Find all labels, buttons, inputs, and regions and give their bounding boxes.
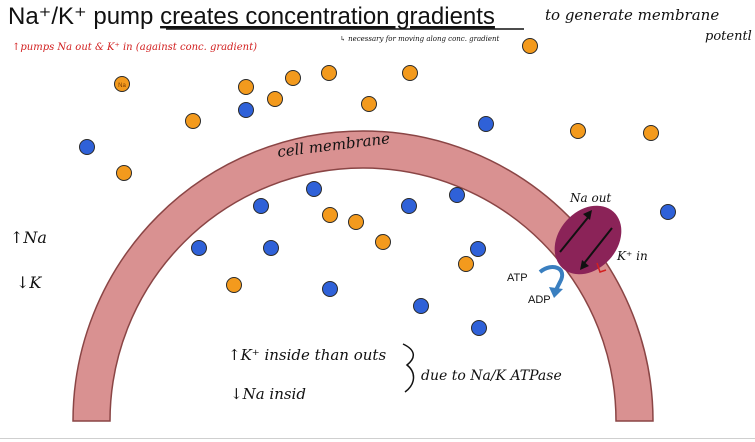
sodium-ion-14 (348, 214, 364, 230)
pump-red-mark (596, 262, 607, 273)
sodium-ion-12 (322, 207, 338, 223)
sodium-ion-2 (238, 79, 254, 95)
potassium-ion-1 (238, 102, 254, 118)
potassium-ion-9 (470, 241, 486, 257)
potassium-ion-2 (478, 116, 494, 132)
k-in-arrowhead (580, 260, 589, 270)
adp-label: ADP (528, 294, 551, 306)
title: Na⁺/K⁺ pump creates concentration gradie… (8, 3, 495, 30)
subtitle-note: ↑pumps Na out & K⁺ in (against conc. gra… (12, 42, 257, 53)
sodium-ion-4 (285, 70, 301, 86)
title-underlined: creates concentration gradients (160, 3, 495, 30)
sodium-ion-15 (458, 256, 474, 272)
left-note-na: ↑Na (10, 228, 47, 247)
atp-adp-arrowhead (549, 287, 563, 298)
bottom-note-na: ↓Na insid (230, 385, 306, 403)
sodium-ion-10 (643, 125, 659, 141)
sodium-ion-9 (570, 123, 586, 139)
potassium-ion-3 (306, 181, 322, 197)
sodium-ion-13 (375, 234, 391, 250)
na-out-arrowhead (583, 210, 592, 220)
sodium-ion-7 (402, 65, 418, 81)
sodium-ion-1 (185, 113, 201, 129)
potassium-ion-11 (413, 298, 429, 314)
atp-adp-arrow (538, 265, 564, 291)
potassium-ion-5 (401, 198, 417, 214)
bottom-note-due: due to Na/K ATPase (421, 368, 562, 384)
sub-note: ↳ necessary for moving along conc. gradi… (340, 35, 500, 43)
bottom-note-k: ↑K⁺ inside than outs (228, 346, 386, 364)
potassium-ion-6 (449, 187, 465, 203)
potassium-ion-7 (191, 240, 207, 256)
sodium-ion-5 (321, 65, 337, 81)
sodium-ion-8 (116, 165, 132, 181)
potassium-ion-4 (253, 198, 269, 214)
left-note-k: ↓K (16, 273, 42, 292)
na-ion-label: Na (118, 83, 126, 89)
sodium-ion-0 (114, 76, 130, 92)
atp-label: ATP (507, 272, 528, 284)
sodium-ion-3 (267, 91, 283, 107)
sodium-ion-11 (522, 38, 538, 54)
sodium-ions (114, 38, 659, 293)
bottom-divider (0, 438, 755, 439)
potassium-ion-8 (263, 240, 279, 256)
sodium-ion-16 (226, 277, 242, 293)
title-plain: Na⁺/K⁺ pump (8, 3, 160, 30)
k-in-label: K⁺ in (616, 249, 648, 263)
cell-membrane (72, 130, 654, 422)
na-k-pump (554, 205, 622, 275)
potassium-ion-12 (471, 320, 487, 336)
potassium-ion-0 (79, 139, 95, 155)
potassium-ion-10 (322, 281, 338, 297)
na-out-arrow (559, 214, 591, 253)
na-out-label: Na out (569, 191, 611, 205)
bottom-brace (402, 343, 415, 393)
k-in-arrow (581, 227, 613, 267)
note-top-right-2: potentl (705, 29, 752, 44)
potassium-ion-13 (660, 204, 676, 220)
note-top-right-1: to generate membrane (545, 6, 719, 24)
sodium-ion-6 (361, 96, 377, 112)
subtitle-note-text: ↑pumps Na out & K⁺ in (against conc. gra… (12, 42, 257, 53)
